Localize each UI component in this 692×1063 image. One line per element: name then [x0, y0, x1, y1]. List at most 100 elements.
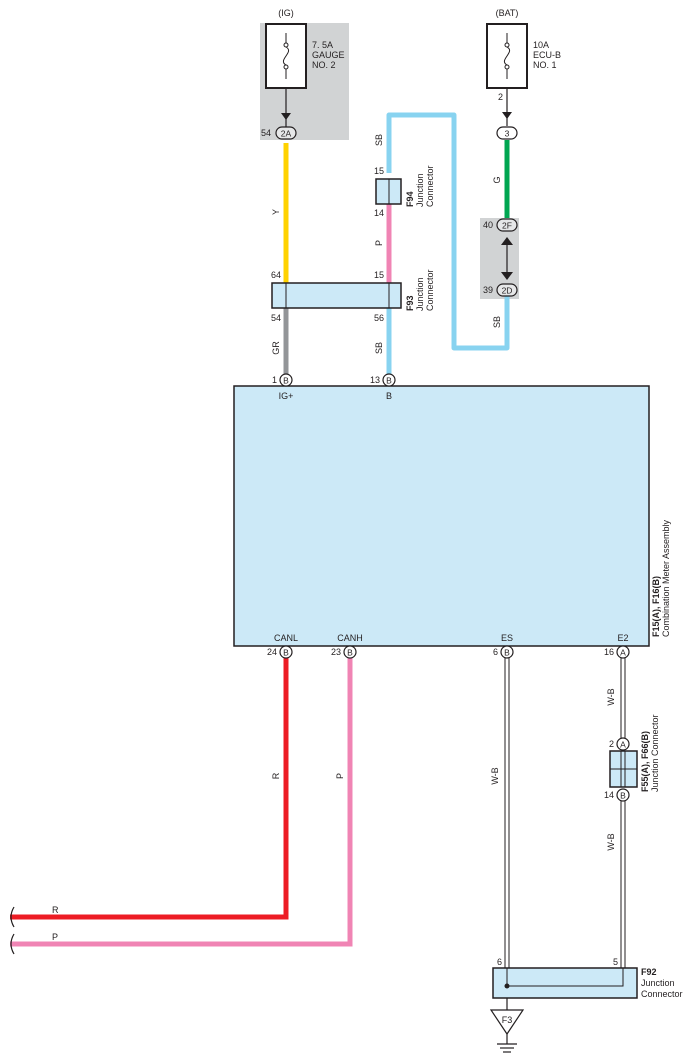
wire-label-r: R: [52, 905, 59, 915]
meter-code: F15(A), F16(B): [651, 576, 661, 637]
bat-label: (BAT): [496, 8, 519, 18]
svg-text:2A: 2A: [281, 129, 292, 139]
svg-text:3: 3: [505, 129, 510, 139]
connector-code-f92: F92: [641, 967, 657, 977]
svg-text:B: B: [283, 648, 289, 658]
terminal-e2: E2: [617, 633, 628, 643]
wire-label-p: P: [335, 773, 345, 779]
svg-text:A: A: [620, 648, 626, 658]
pin-f66-b: B: [616, 788, 630, 802]
wire-label-sb: SB: [492, 316, 502, 328]
wire-label-wb: W-B: [606, 833, 616, 850]
terminal-canh: CANH: [337, 633, 363, 643]
wire-label-sb: SB: [374, 342, 384, 354]
wire-label-sb: SB: [374, 134, 384, 146]
terminal-b: B: [386, 391, 392, 401]
connector-name-f93: Junction: [415, 277, 425, 311]
break-symbol-p: [10, 933, 15, 955]
pin-2f: 2F: [496, 218, 518, 232]
fuse-ecub-amp: 10A: [533, 40, 549, 50]
svg-text:B: B: [504, 648, 510, 658]
junction-connector-f92: [492, 967, 638, 999]
arrow-icon: [502, 112, 512, 119]
wire-skyblue-loop: [386, 112, 510, 351]
terminal-es: ES: [501, 633, 513, 643]
ig-label: (IG): [278, 8, 294, 18]
pin-number: 14: [604, 790, 614, 800]
meter-name: Combination Meter Assembly: [661, 519, 671, 637]
fuse-gauge: [265, 23, 307, 89]
pin-number: 24: [267, 647, 277, 657]
wire-red-canl: [10, 658, 289, 920]
wire-label-g: G: [492, 176, 502, 183]
terminal-igplus: IG+: [279, 391, 294, 401]
pin-number: 13: [370, 375, 380, 385]
pin-meter-es: B: [500, 645, 514, 659]
connector-name-f92: Connector: [641, 989, 683, 999]
connector-code-f94: F94: [405, 191, 415, 207]
pin-number: 6: [493, 647, 498, 657]
fuse-ecub: [486, 23, 528, 89]
pin-number: 54: [271, 313, 281, 323]
pin-number: 1: [272, 375, 277, 385]
terminal-canl: CANL: [274, 633, 298, 643]
svg-text:2F: 2F: [502, 221, 512, 231]
wire-label-gr: GR: [271, 341, 281, 355]
svg-text:B: B: [386, 376, 392, 386]
pin-number: 54: [261, 128, 271, 138]
pin-number: 40: [483, 220, 493, 230]
connector-name-f94: Connector: [425, 165, 435, 207]
junction-connector-f93: [271, 282, 402, 309]
wire-pink-canh: [10, 658, 353, 947]
pin-meter-canh: B: [343, 645, 357, 659]
svg-text:B: B: [283, 376, 289, 386]
pin-number: 5: [613, 957, 618, 967]
svg-text:B: B: [347, 648, 353, 658]
combination-meter-assembly: [233, 385, 650, 647]
wire-label-wb: W-B: [490, 767, 500, 784]
pin-number: 64: [271, 270, 281, 280]
connector-name-f92: Junction: [641, 978, 675, 988]
wire-label-r: R: [271, 772, 281, 779]
arrow-up-icon: [501, 237, 513, 245]
pin-meter-canl: B: [279, 645, 293, 659]
pin-number: 56: [374, 313, 384, 323]
ground-label: F3: [502, 1015, 513, 1025]
fuse-gauge-no: NO. 2: [312, 60, 336, 70]
svg-text:A: A: [620, 740, 626, 750]
pin-number: 15: [374, 166, 384, 176]
ground-icon: [489, 1009, 525, 1053]
pin-meter-e2: A: [616, 645, 630, 659]
wire-wb-e2: [620, 658, 626, 968]
pin-number: 2: [498, 92, 503, 102]
fuse-ecub-no: NO. 1: [533, 60, 557, 70]
svg-text:B: B: [620, 791, 626, 801]
connector-code-f93: F93: [405, 295, 415, 311]
wire-label-p: P: [374, 240, 384, 246]
pin-f55-a: A: [616, 737, 630, 751]
pin-2a: 2A: [275, 126, 297, 140]
wire-label-y: Y: [271, 209, 281, 215]
fuse-ecub-name: ECU-B: [533, 50, 561, 60]
junction-connector-f55-f66: [609, 750, 638, 788]
arrow-icon: [281, 113, 291, 120]
fuse-gauge-amp: 7. 5A: [312, 40, 333, 50]
wire-label-p: P: [52, 932, 58, 942]
pin-number: 39: [483, 285, 493, 295]
pin-number: 14: [374, 208, 384, 218]
fuse-gauge-name: GAUGE: [312, 50, 345, 60]
connector-name-f55-f66: Junction Connector: [650, 714, 660, 792]
pin-number: 15: [374, 270, 384, 280]
connector-code-f55-f66: F55(A), F66(B): [640, 731, 650, 792]
junction-connector-f94: [375, 178, 402, 205]
svg-text:2D: 2D: [502, 286, 513, 296]
pin-number: 2: [609, 739, 614, 749]
wire-wb-es: [504, 658, 510, 968]
break-symbol-r: [10, 906, 15, 928]
pin-2d: 2D: [496, 283, 518, 297]
pin-meter-ig: B: [279, 373, 293, 387]
pin-3: 3: [496, 126, 518, 140]
arrow-down-icon: [501, 272, 513, 280]
pin-meter-b: B: [382, 373, 396, 387]
